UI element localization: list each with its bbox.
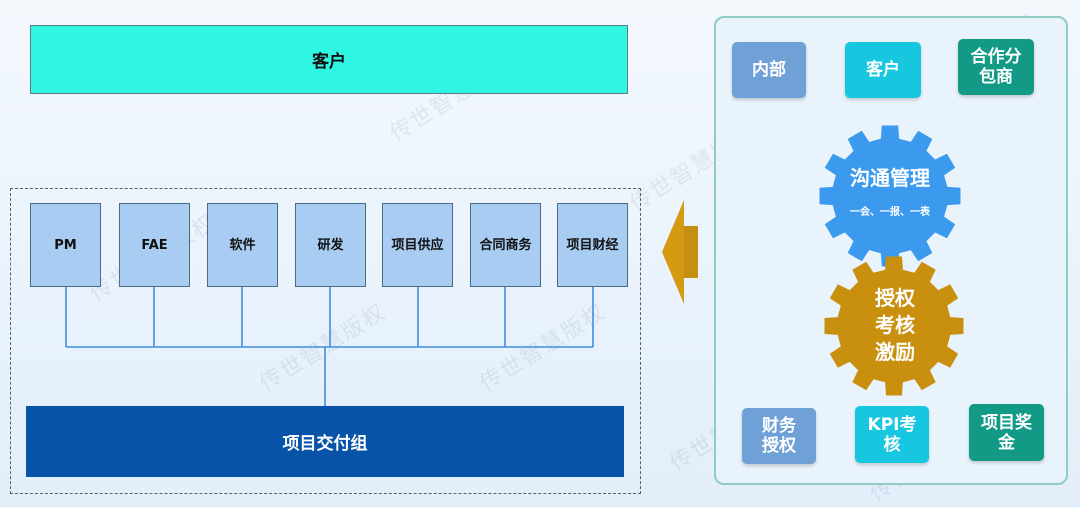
stakeholder-label: 合作分包商 [970,47,1022,87]
gear-communication-subtitle: 一会、一报、一表 [850,207,930,218]
role-label: 项目供应 [391,237,444,253]
gear-communication: 沟通管理 一会、一报、一表 [822,162,958,218]
gear-authorization-title: 授权考核激励 [875,285,915,364]
role-label: 研发 [317,237,344,253]
stakeholder-customer: 客户 [845,42,921,98]
role-label: PM [54,237,77,253]
role-label: 项目财经 [566,237,619,253]
role-contract: 合同商务 [470,203,541,287]
role-label: FAE [141,237,168,253]
role-pm: PM [30,203,101,287]
role-supply: 项目供应 [382,203,453,287]
gear-shape [819,125,961,267]
role-label: 合同商务 [479,237,532,253]
mechanism-label: KPI考核 [867,414,917,455]
gear-authorization: 授权考核激励 [868,280,922,370]
stakeholder-subcontractor: 合作分包商 [958,39,1034,95]
delivery-label: 项目交付组 [282,434,368,454]
customer-bar: 客户 [30,25,628,94]
mechanism-bonus: 项目奖金 [969,404,1044,461]
stakeholder-internal: 内部 [732,42,806,98]
role-label: 软件 [229,237,256,253]
stakeholder-label: 内部 [752,60,786,80]
role-fae: FAE [119,203,190,287]
delivery-team-bar: 项目交付组 [26,406,624,477]
role-rd: 研发 [295,203,366,287]
mechanism-finance-auth: 财务授权 [742,408,816,464]
role-software: 软件 [207,203,278,287]
mechanism-label: 项目奖金 [981,412,1032,453]
role-finance: 项目财经 [557,203,628,287]
gear-shape [824,256,964,396]
customer-label: 客户 [312,52,346,72]
delivery-team-container [10,188,641,494]
gear-icon [819,125,961,267]
gear-communication-title: 沟通管理 [850,166,930,190]
mechanism-label: 财务授权 [762,416,796,456]
gear-icon [824,256,964,396]
stakeholder-label: 客户 [866,60,900,80]
arrow-left-icon [662,200,698,304]
mechanism-kpi: KPI考核 [855,406,929,463]
